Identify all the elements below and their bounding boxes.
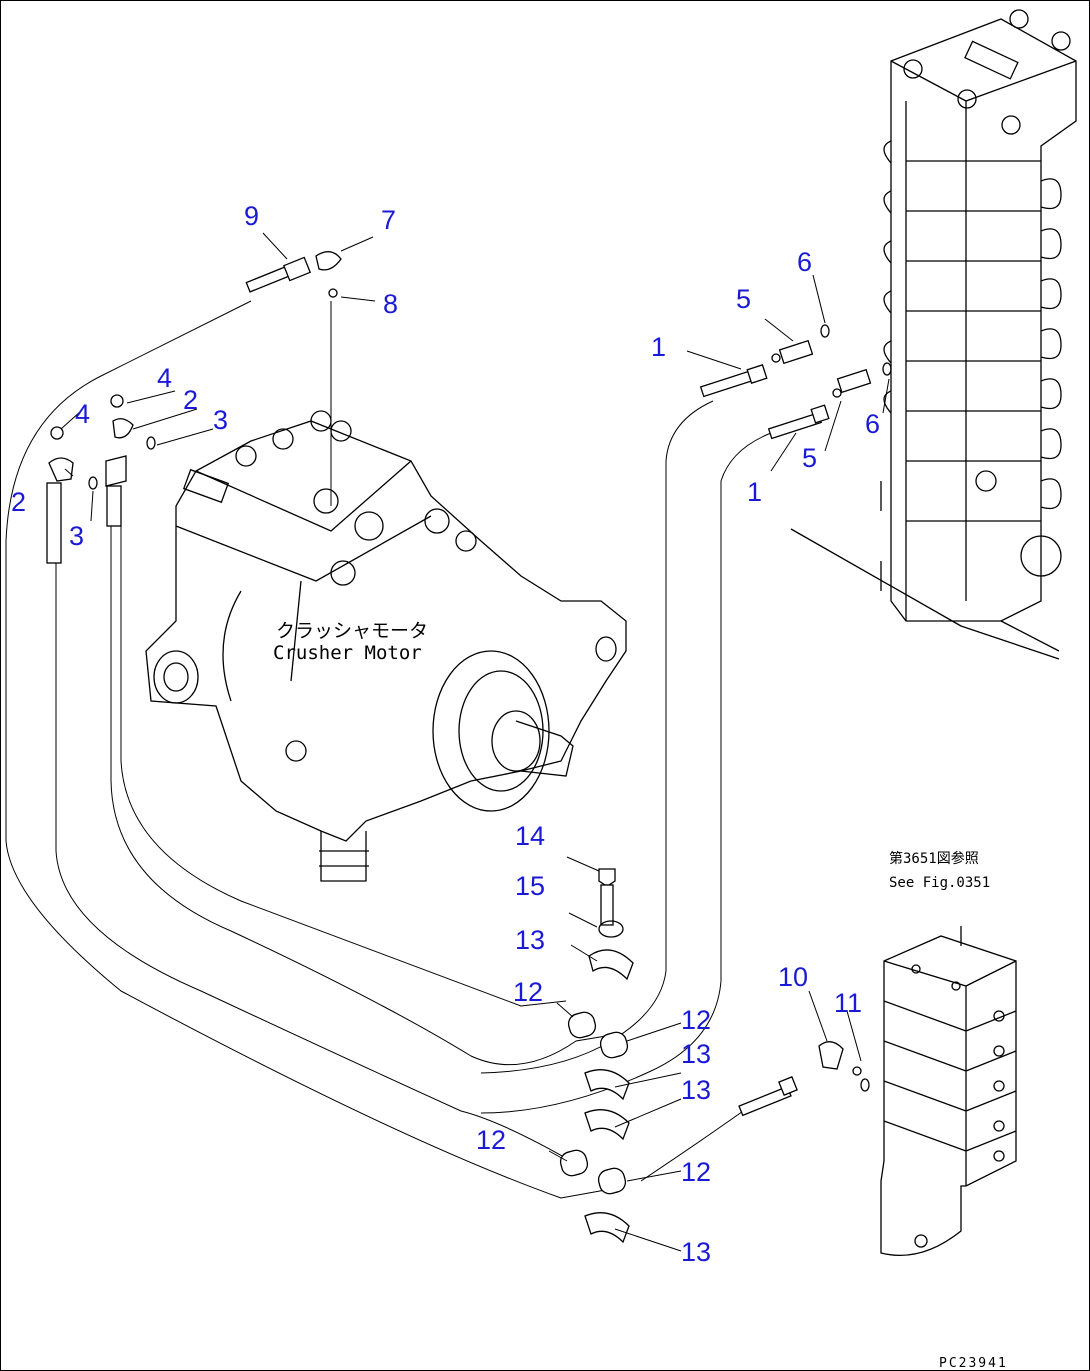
callout-12: 12 [681,1157,711,1187]
fittings [46,251,892,1244]
crusher-motor [145,410,627,882]
callout-13: 13 [681,1237,711,1267]
callout-5: 5 [736,284,751,314]
callout-3: 3 [69,521,84,551]
callout-1: 1 [747,477,762,507]
control-valve [790,9,1077,660]
manifold-block [880,926,1017,1256]
callout-14: 14 [515,821,545,851]
callout-13: 13 [681,1075,711,1105]
callout-10: 10 [778,962,808,992]
callout-12: 12 [476,1125,506,1155]
callout-13: 13 [515,925,545,955]
callout-6: 6 [797,247,812,277]
callout-9: 9 [244,201,259,231]
motor-label-jp: クラッシャモータ [276,620,428,642]
callout-4: 4 [157,363,172,393]
callout-5: 5 [802,443,817,473]
callout-numbers: 1 1 2 2 3 3 4 4 5 5 6 6 7 8 9 10 11 12 1… [11,201,880,1267]
drawing-code: PC23941 [939,1356,1008,1371]
motor-label-en: Crusher Motor [273,642,422,664]
callout-13: 13 [681,1039,711,1069]
callout-2: 2 [183,385,198,415]
callout-2: 2 [11,487,26,517]
callout-7: 7 [381,205,396,235]
reference-jp: 第3651図参照 [889,850,979,867]
callout-12: 12 [513,977,543,1007]
hoses [5,300,772,1199]
callout-15: 15 [515,871,545,901]
callout-3: 3 [213,405,228,435]
reference-en: See Fig.0351 [889,875,990,891]
callout-11: 11 [834,988,862,1018]
callout-12: 12 [681,1005,711,1035]
callout-6: 6 [865,409,880,439]
callout-4: 4 [75,399,90,429]
leader-lines [60,232,890,1252]
callout-1: 1 [651,332,666,362]
callout-8: 8 [383,289,398,319]
